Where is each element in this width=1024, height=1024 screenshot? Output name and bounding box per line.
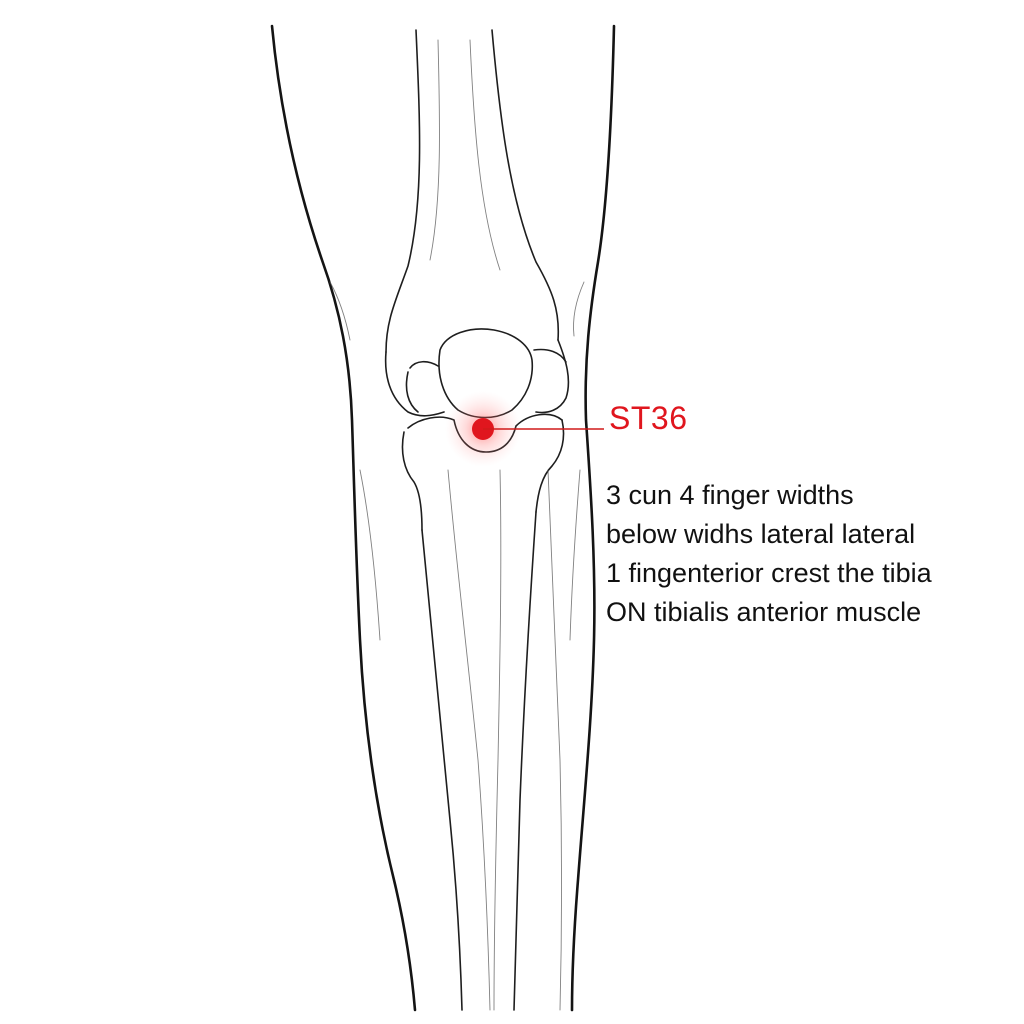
muscle-hatch: [329, 281, 351, 341]
tibia-crest-line: [447, 469, 491, 1011]
description-line: 1 fingenterior crest the tibia: [606, 558, 932, 588]
femoral-condyle-right: [535, 339, 570, 414]
patella: [438, 328, 534, 419]
tibia-crest-line: [493, 469, 502, 1011]
muscle-hatch: [573, 281, 585, 337]
patella-top-cap: [409, 360, 439, 369]
muscle-hatch: [569, 469, 581, 641]
femur-left-edge: [385, 29, 421, 353]
femoral-condyle-left: [384, 351, 445, 417]
description-line: 3 cun 4 finger widths: [606, 480, 854, 510]
acupoint-label: ST36: [609, 400, 688, 436]
description-line: below widhs lateral lateral: [606, 519, 916, 549]
description-line: ON tibialis anterior muscle: [606, 597, 922, 627]
leg-outline-left: [270, 24, 417, 1012]
patella-side-left: [405, 371, 419, 413]
acupoint-description: 3 cun 4 finger widths below widhs latera…: [606, 476, 1016, 632]
leg-outline-right: [570, 24, 616, 1012]
tibia-right-edge: [513, 511, 537, 1011]
tibia-left-edge: [421, 529, 463, 1011]
femur-right-edge: [491, 29, 560, 341]
tibia-head: [401, 431, 423, 531]
muscle-hatch: [359, 469, 381, 641]
tibia-head-right: [535, 419, 565, 513]
fibula-line: [547, 469, 562, 1011]
femur-inner-line: [429, 39, 440, 261]
femur-inner-line: [469, 39, 501, 271]
patella-side-right: [533, 348, 567, 363]
